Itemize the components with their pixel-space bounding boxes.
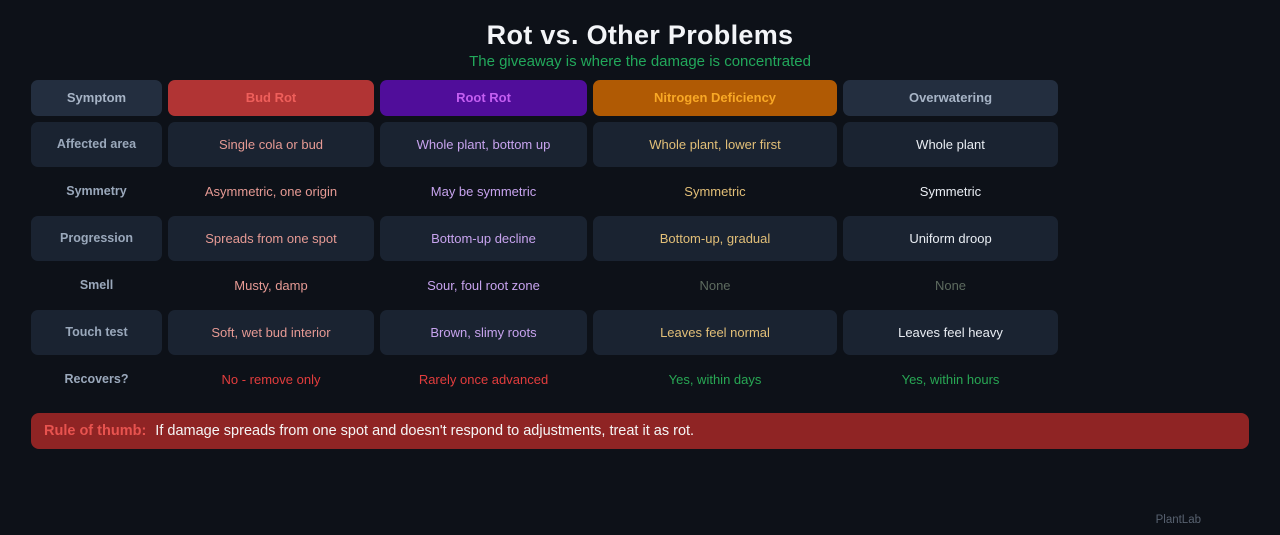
row-label-touch-test: Touch test: [31, 310, 162, 355]
table-cell: No - remove only: [221, 371, 321, 387]
table-cell: Rarely once advanced: [418, 371, 549, 387]
table-cell: Single cola or bud: [168, 122, 374, 167]
table-cell: Bottom-up, gradual: [593, 216, 837, 261]
table-cell: Symmetric: [684, 183, 746, 199]
row-label-symmetry: Symmetry: [66, 184, 127, 198]
rule-of-thumb-banner: Rule of thumb: If damage spreads from on…: [31, 413, 1249, 449]
table-cell: Asymmetric, one origin: [204, 183, 338, 199]
table-header-row: Symptom Bud Rot Root Rot Nitrogen Defici…: [31, 80, 1058, 116]
column-header-overwatering: Overwatering: [843, 80, 1058, 116]
page-title: Rot vs. Other Problems: [486, 20, 794, 50]
table-cell: Uniform droop: [843, 216, 1058, 261]
column-header-bud-rot: Bud Rot: [168, 80, 374, 116]
page-subtitle: The giveaway is where the damage is conc…: [469, 53, 811, 70]
row-label-recovers: Recovers?: [64, 372, 129, 386]
table-cell: May be symmetric: [430, 183, 537, 199]
table-cell: Musty, damp: [234, 277, 308, 293]
column-header-root-rot: Root Rot: [380, 80, 587, 116]
column-header-nitrogen-deficiency: Nitrogen Deficiency: [593, 80, 837, 116]
table-cell: Whole plant, bottom up: [380, 122, 587, 167]
table-cell: Symmetric: [919, 183, 982, 199]
row-label-affected-area: Affected area: [31, 122, 162, 167]
table-cell: Brown, slimy roots: [380, 310, 587, 355]
table-cell: Leaves feel normal: [593, 310, 837, 355]
table-body: Affected area Single cola or bud Whole p…: [31, 122, 1058, 402]
table-cell: Yes, within days: [668, 371, 762, 387]
table-cell: Yes, within hours: [901, 371, 1000, 387]
table-cell: None: [934, 277, 967, 293]
table-cell: Soft, wet bud interior: [168, 310, 374, 355]
table-cell: Bottom-up decline: [380, 216, 587, 261]
table-cell: Whole plant, lower first: [593, 122, 837, 167]
table-cell: Spreads from one spot: [168, 216, 374, 261]
rule-of-thumb-text: If damage spreads from one spot and does…: [155, 423, 695, 439]
table-cell: Sour, foul root zone: [427, 277, 540, 293]
table-cell: None: [699, 277, 731, 293]
rule-of-thumb-label: Rule of thumb:: [44, 423, 147, 439]
row-label-smell: Smell: [79, 278, 114, 292]
column-header-symptom: Symptom: [31, 80, 162, 116]
table-cell: Whole plant: [843, 122, 1058, 167]
table-cell: Leaves feel heavy: [843, 310, 1058, 355]
watermark-plantlab: PlantLab: [1155, 514, 1201, 526]
row-label-progression: Progression: [31, 216, 162, 261]
